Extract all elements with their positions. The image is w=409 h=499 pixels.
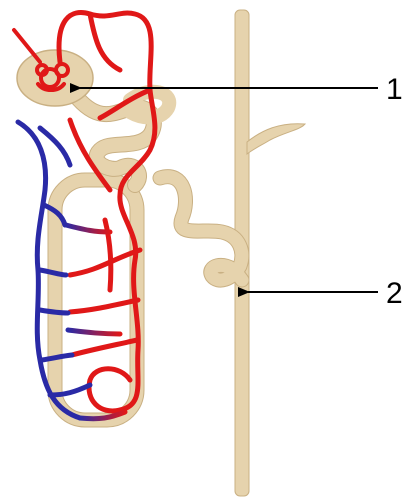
callout-2: 2 [248, 277, 403, 310]
bowmans-capsule [17, 50, 93, 106]
callout-1-label: 1 [386, 73, 403, 106]
distal-tubule [160, 177, 242, 280]
callout-2-label: 2 [386, 277, 403, 310]
